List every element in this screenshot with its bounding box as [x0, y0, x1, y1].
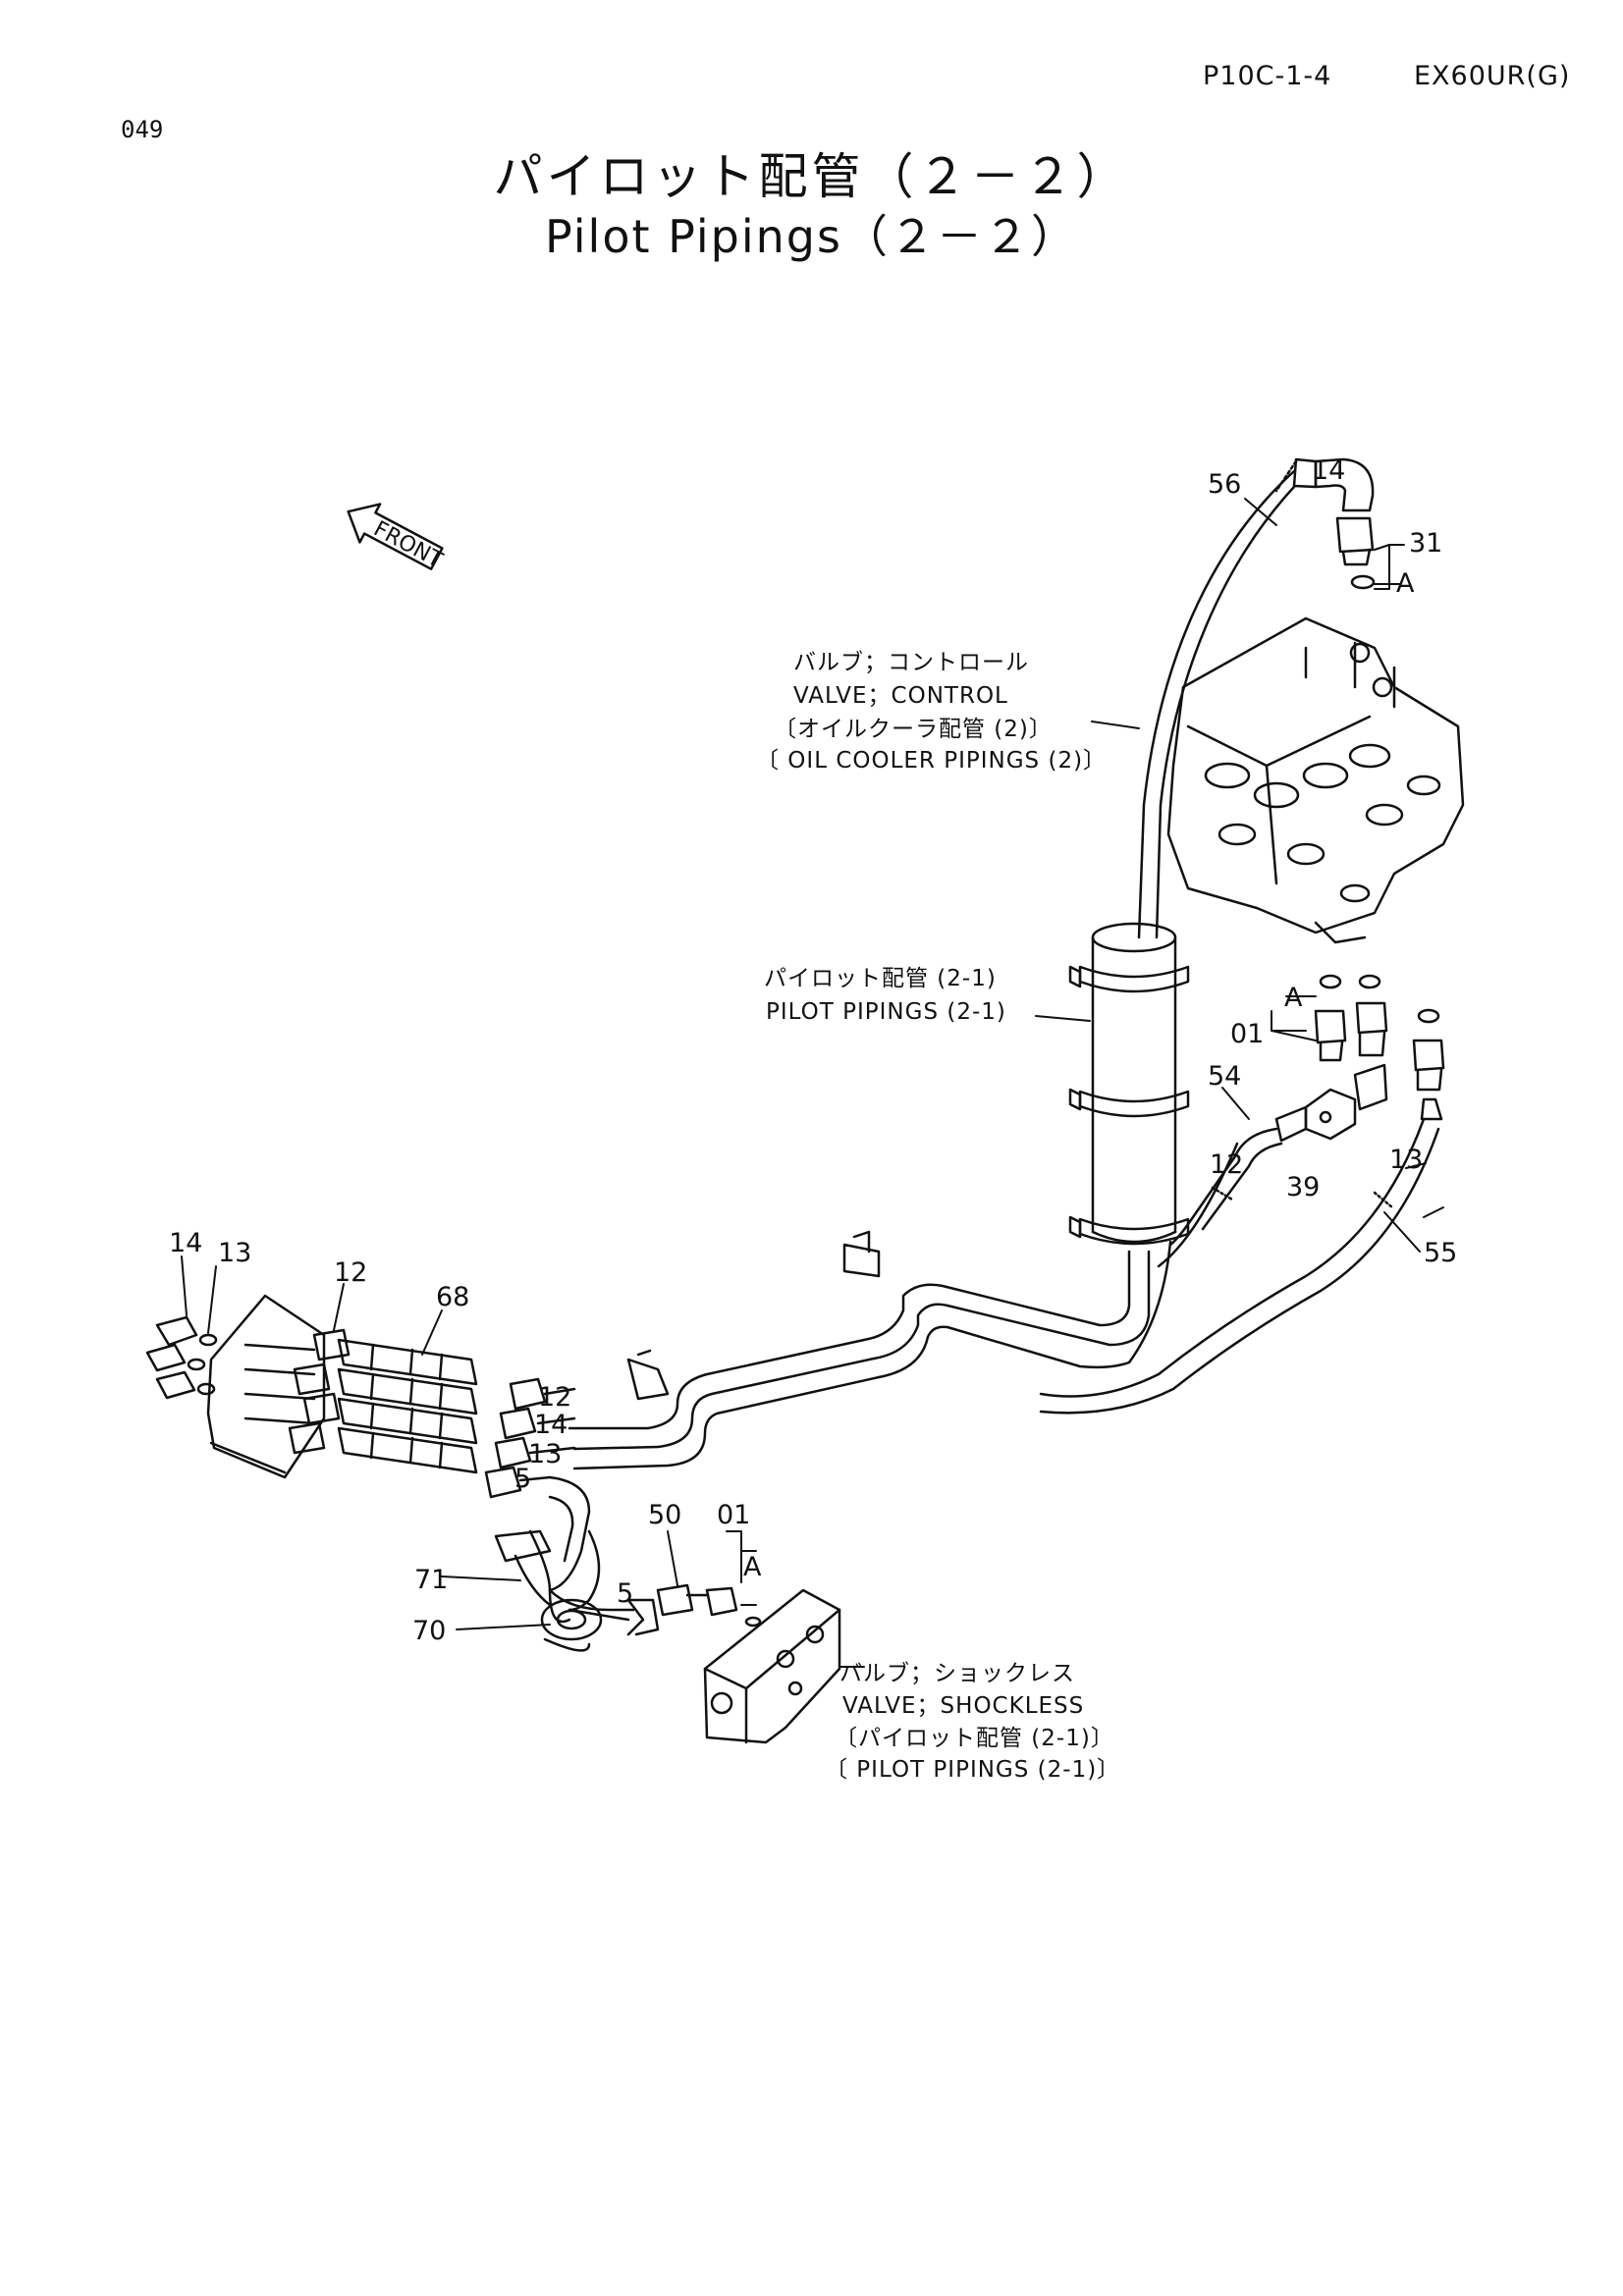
shockless-valve-ref-en: 〔 PILOT PIPINGS (2-1)〕: [825, 1757, 1120, 1783]
pipe-clamp-cylinder: [1068, 922, 1190, 1246]
callout-68: 68: [436, 1282, 469, 1312]
shockless-valve-label-jp: バルブ；ショックレス: [839, 1661, 1075, 1686]
pilot-pipings-label-jp: パイロット配管 (2-1): [764, 966, 997, 991]
front-arrow-label: FRONT: [369, 517, 447, 574]
callout-01-mid: 01: [1230, 1019, 1264, 1049]
callout-14-bundle: 14: [534, 1410, 568, 1440]
control-valve-ref-jp: 〔オイルクーラ配管 (2)〕: [774, 717, 1053, 742]
couplings-68: [337, 1338, 478, 1474]
callout-39: 39: [1286, 1172, 1320, 1202]
hose-56: [1137, 459, 1298, 939]
title-english: Pilot Pipings（２－２）: [545, 210, 1078, 263]
callout-31: 31: [1409, 528, 1442, 559]
leader-lines: [181, 498, 1444, 1668]
main-pipe-bundle: [568, 1142, 1239, 1470]
callout-54: 54: [1208, 1061, 1241, 1092]
title-japanese: パイロット配管（２－２）: [493, 148, 1130, 205]
callout-13-left: 13: [218, 1238, 251, 1268]
control-valve: [1166, 616, 1465, 944]
hose-ends-bundle: [484, 1377, 591, 1592]
page-number: 049: [121, 116, 164, 143]
callout-14-left: 14: [169, 1228, 202, 1258]
nuts-and-bolts-left: [145, 1315, 351, 1455]
shockless-valve-ref-jp: 〔パイロット配管 (2-1)〕: [835, 1726, 1114, 1751]
shockless-valve-label-en: VALVE；SHOCKLESS: [842, 1693, 1084, 1719]
callout-12-left: 12: [334, 1257, 367, 1288]
shockless-valve: [703, 1588, 841, 1744]
callout-01-low: 01: [717, 1500, 750, 1530]
callout-a-low: A: [743, 1552, 762, 1582]
callout-5-bundle: 5: [514, 1464, 531, 1494]
callout-70: 70: [412, 1616, 446, 1646]
control-valve-label-en: VALVE；CONTROL: [793, 683, 1008, 709]
callout-a-top: A: [1396, 568, 1415, 599]
control-valve-label-jp: バルブ；コントロール: [793, 650, 1029, 675]
callout-12-mid: 12: [1210, 1149, 1243, 1180]
page-code: P10C-1-4: [1203, 61, 1332, 91]
callout-a-mid: A: [1284, 983, 1303, 1013]
hose-54: [1168, 1127, 1283, 1247]
callout-5-low: 5: [617, 1578, 633, 1609]
callout-55: 55: [1424, 1238, 1457, 1268]
fittings-group-valve-bottom: [1274, 974, 1445, 1143]
front-arrow-icon: FRONT: [347, 503, 447, 574]
callout-56: 56: [1208, 469, 1241, 500]
callout-71: 71: [414, 1565, 448, 1595]
pipe-clamp-mid: [626, 1230, 881, 1401]
elbow-14-top: [1292, 457, 1375, 512]
fitting-31: [1335, 516, 1376, 590]
callout-50: 50: [648, 1500, 681, 1530]
model-code: EX60UR(G): [1414, 61, 1571, 91]
control-valve-ref-en: 〔 OIL COOLER PIPINGS (2)〕: [756, 748, 1107, 774]
callout-13-bundle: 13: [528, 1439, 562, 1469]
callout-14-top: 14: [1312, 455, 1345, 486]
callout-12-bundle: 12: [538, 1382, 571, 1413]
lower-hose-group: [494, 1529, 738, 1652]
bracket-plate: [206, 1294, 326, 1479]
hose-55: [1039, 1117, 1440, 1415]
pilot-pipings-label-en: PILOT PIPINGS (2-1): [766, 999, 1006, 1025]
callout-13-mid: 13: [1389, 1145, 1423, 1175]
